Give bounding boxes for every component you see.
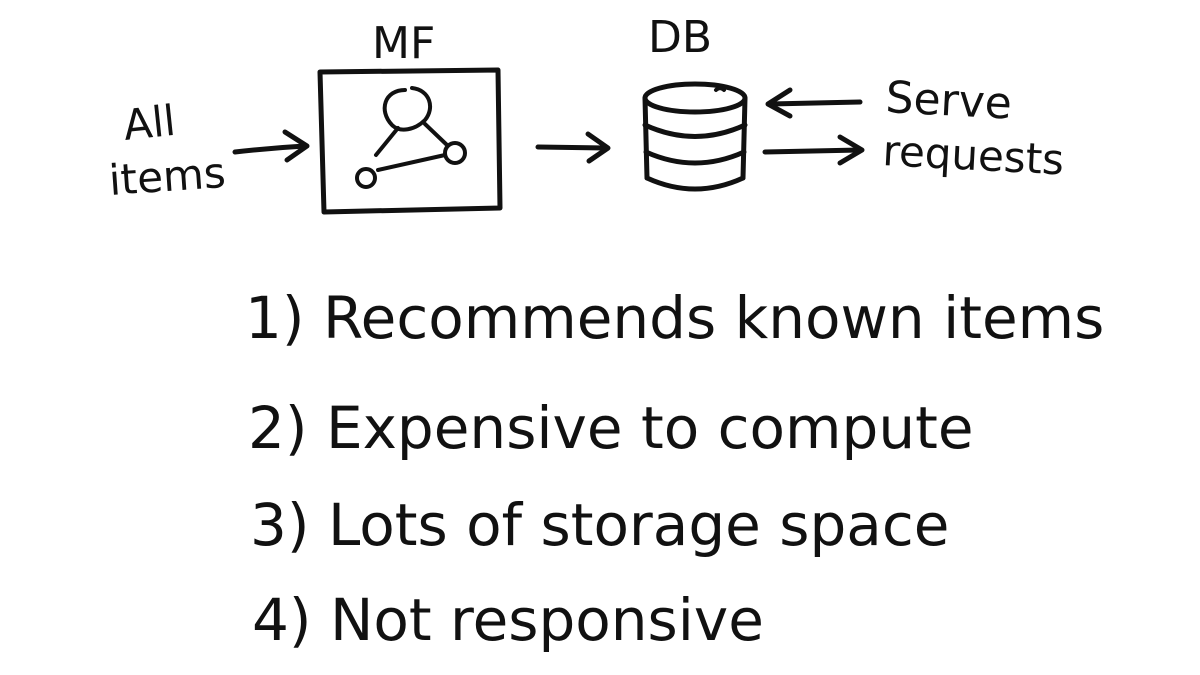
drawback-item: 4) Not responsive — [252, 586, 764, 654]
arrow-input-to-mf — [232, 129, 310, 163]
database-icon: DB — [642, 12, 748, 192]
arrow-mf-to-db — [535, 131, 611, 164]
serve-label-line1: Serve — [884, 72, 1013, 130]
serve-label: Serve requests — [881, 72, 1065, 184]
drawback-item: 1) Recommends known items — [245, 284, 1104, 352]
drawback-item: 3) Lots of storage space — [250, 491, 949, 559]
serve-label-line2: requests — [881, 126, 1065, 184]
drawback-item: 2) Expensive to compute — [248, 394, 974, 462]
input-label: All items — [107, 96, 227, 205]
arrow-request-in — [765, 87, 863, 119]
input-label-line2: items — [107, 148, 227, 205]
db-label: DB — [648, 12, 712, 63]
arrow-response-out — [762, 134, 865, 166]
drawbacks-list: 1) Recommends known items 2) Expensive t… — [245, 284, 1104, 654]
mf-label: MF — [372, 18, 435, 69]
graph-icon — [355, 86, 467, 189]
mf-box: MF — [317, 18, 503, 215]
input-label-line1: All — [121, 96, 178, 150]
